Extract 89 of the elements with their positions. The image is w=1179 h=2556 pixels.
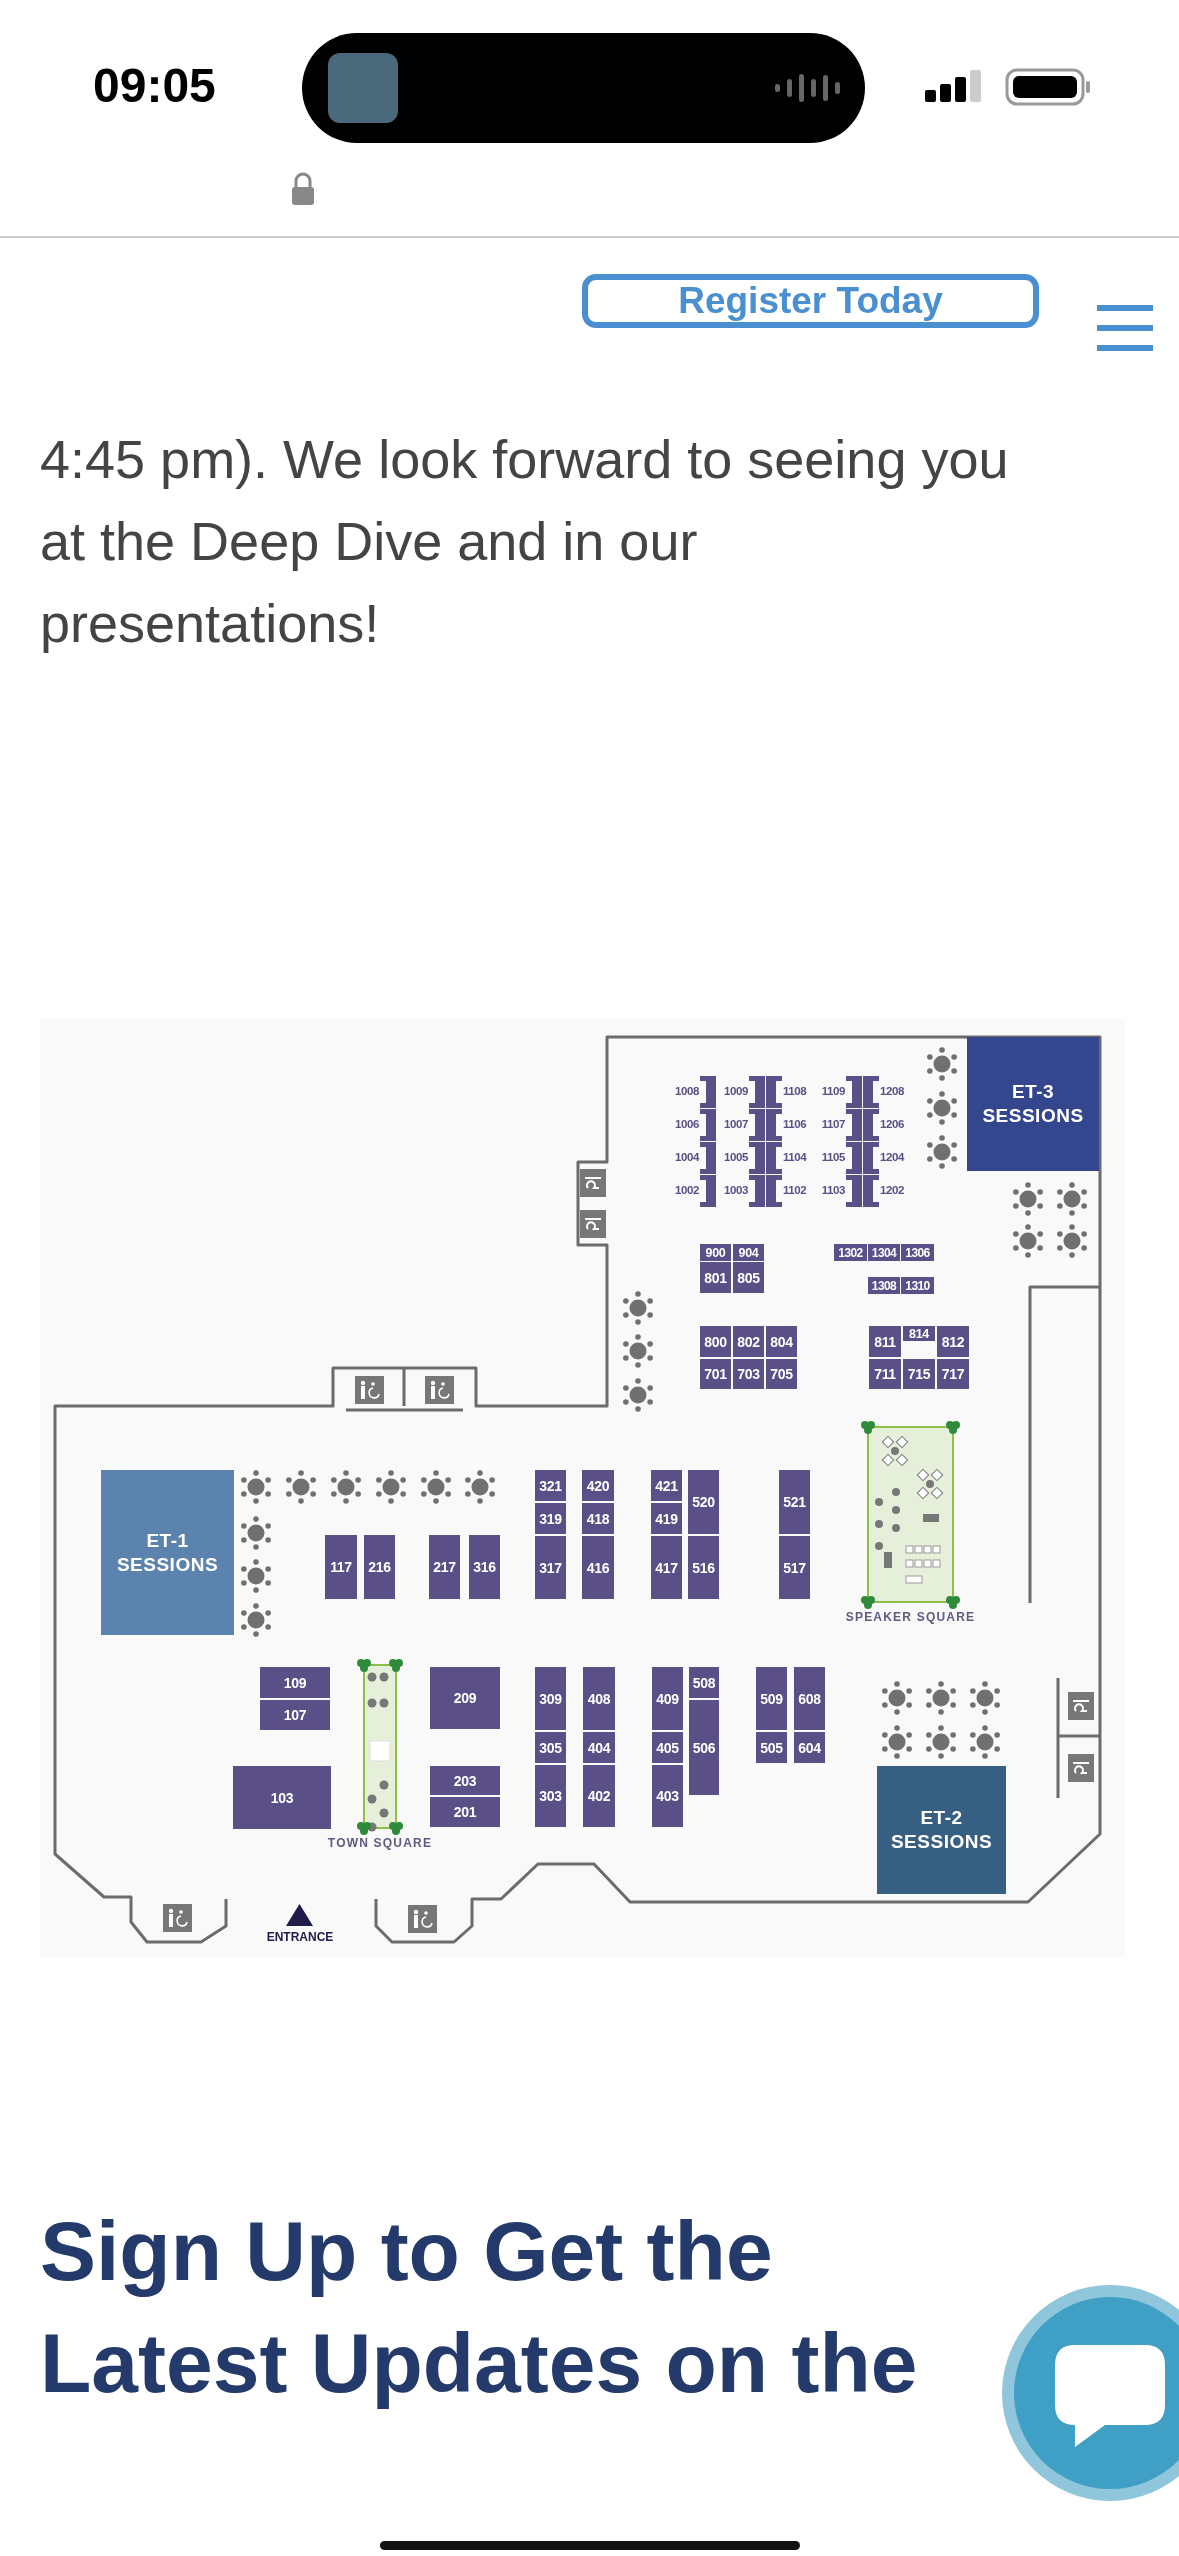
exhibit-booth: 217 (429, 1535, 460, 1599)
booth-number: 1009 (723, 1085, 748, 1097)
booth-number: 1102 (783, 1184, 808, 1196)
booth-number: 1109 (820, 1085, 845, 1097)
booth-number: 1202 (880, 1184, 905, 1196)
exhibit-booth: 420 (582, 1470, 614, 1501)
booth-number: 1107 (820, 1118, 845, 1130)
exhibit-booth: 109 (260, 1667, 330, 1698)
exhibit-booth: 904 (733, 1244, 764, 1261)
session-room: ET-3 SESSIONS (967, 1037, 1099, 1171)
entrance-label: ENTRANCE (265, 1930, 335, 1944)
exhibit-booth: 103 (233, 1766, 331, 1829)
exhibit-booth: 419 (651, 1503, 682, 1534)
exhibit-booth: 409 (652, 1667, 683, 1730)
exhibit-booth: 520 (688, 1470, 719, 1534)
booth-number: 1003 (723, 1184, 748, 1196)
exhibit-booth: 814 (903, 1326, 935, 1341)
exhibit-booth: 316 (469, 1535, 500, 1599)
exhibit-booth: 517 (779, 1536, 810, 1599)
exhibit-booth: 1306 (901, 1244, 934, 1261)
exhibit-booth: 703 (733, 1359, 764, 1389)
booth-number: 1005 (723, 1151, 748, 1163)
exhibit-booth: 509 (756, 1667, 787, 1730)
area-label: TOWN SQUARE (327, 1836, 433, 1850)
booth-number: 1108 (783, 1085, 808, 1097)
exhibit-booth: 317 (535, 1536, 566, 1599)
booth-number: 1208 (880, 1085, 905, 1097)
exhibit-booth: 802 (733, 1326, 764, 1357)
exhibit-booth: 402 (583, 1765, 615, 1827)
exhibit-booth: 701 (700, 1359, 731, 1389)
exhibit-booth: 506 (689, 1700, 719, 1795)
exhibit-booth: 505 (756, 1732, 787, 1763)
intro-paragraph: 4:45 pm). We look forward to seeing you at the Deep Dive and in our presentations! (40, 428, 1010, 655)
exhibit-booth: 403 (652, 1765, 683, 1827)
exhibit-booth: 1302 (834, 1244, 867, 1261)
booth-number: 1004 (674, 1151, 699, 1163)
exhibit-booth: 604 (794, 1732, 825, 1763)
exhibit-booth: 711 (869, 1359, 901, 1389)
booth-number: 1104 (783, 1151, 808, 1163)
exhibit-booth: 811 (869, 1326, 901, 1357)
area-label: SPEAKER SQUARE (845, 1610, 976, 1624)
exhibit-booth: 416 (582, 1536, 614, 1599)
exhibit-booth: 201 (430, 1797, 500, 1827)
booth-number: 1008 (674, 1085, 699, 1097)
booth-number: 1106 (783, 1118, 808, 1130)
exhibit-booth: 900 (700, 1244, 731, 1261)
exhibit-booth: 812 (937, 1326, 969, 1357)
booth-number: 1006 (674, 1118, 699, 1130)
session-room: ET-1 SESSIONS (101, 1470, 234, 1635)
exhibit-booth: 801 (700, 1262, 731, 1293)
exhibit-booth: 715 (903, 1359, 935, 1389)
booth-number: 1204 (880, 1151, 906, 1163)
exhibit-booth: 107 (260, 1700, 330, 1730)
exhibit-booth: 405 (652, 1732, 683, 1763)
exhibit-booth: 800 (700, 1326, 731, 1357)
exhibit-booth: 408 (583, 1667, 615, 1730)
exhibit-booth: 404 (583, 1732, 615, 1763)
exhibit-booth: 508 (689, 1667, 719, 1698)
exhibit-booth: 521 (779, 1470, 810, 1534)
exhibit-booth: 309 (535, 1667, 566, 1730)
section-heading: Sign Up to Get the Latest Updates on the (40, 2203, 919, 2412)
register-button: Register Today (582, 274, 1039, 328)
exhibit-booth: 209 (430, 1667, 500, 1729)
booth-number: 1007 (723, 1118, 748, 1130)
booth-number: 1002 (674, 1184, 699, 1196)
exhibit-booth: 417 (651, 1536, 682, 1599)
exhibit-booth: 321 (535, 1470, 566, 1501)
booth-number: 1103 (820, 1184, 845, 1196)
exhibit-booth: 516 (688, 1536, 719, 1599)
exhibit-booth: 303 (535, 1765, 566, 1827)
booth-number: 1105 (820, 1151, 845, 1163)
session-room: ET-2 SESSIONS (877, 1766, 1006, 1894)
exhibit-booth: 418 (582, 1503, 614, 1534)
status-time: 09:05 (93, 58, 217, 113)
exhibit-booth: 608 (794, 1667, 825, 1730)
exhibit-booth: 705 (766, 1359, 797, 1389)
exhibit-booth: 1304 (868, 1244, 900, 1261)
exhibit-booth: 203 (430, 1766, 500, 1795)
exhibit-booth: 1310 (901, 1277, 934, 1294)
exhibit-booth: 805 (733, 1262, 764, 1293)
exhibit-booth: 117 (325, 1535, 357, 1599)
exhibit-booth: 1308 (868, 1277, 900, 1294)
exhibit-booth: 305 (535, 1732, 566, 1763)
exhibit-booth: 216 (364, 1535, 395, 1599)
exhibit-booth: 717 (937, 1359, 969, 1389)
exhibit-booth: 804 (766, 1326, 797, 1357)
booth-number: 1206 (880, 1118, 905, 1130)
exhibit-booth: 421 (651, 1470, 682, 1501)
exhibit-booth: 319 (535, 1503, 566, 1534)
